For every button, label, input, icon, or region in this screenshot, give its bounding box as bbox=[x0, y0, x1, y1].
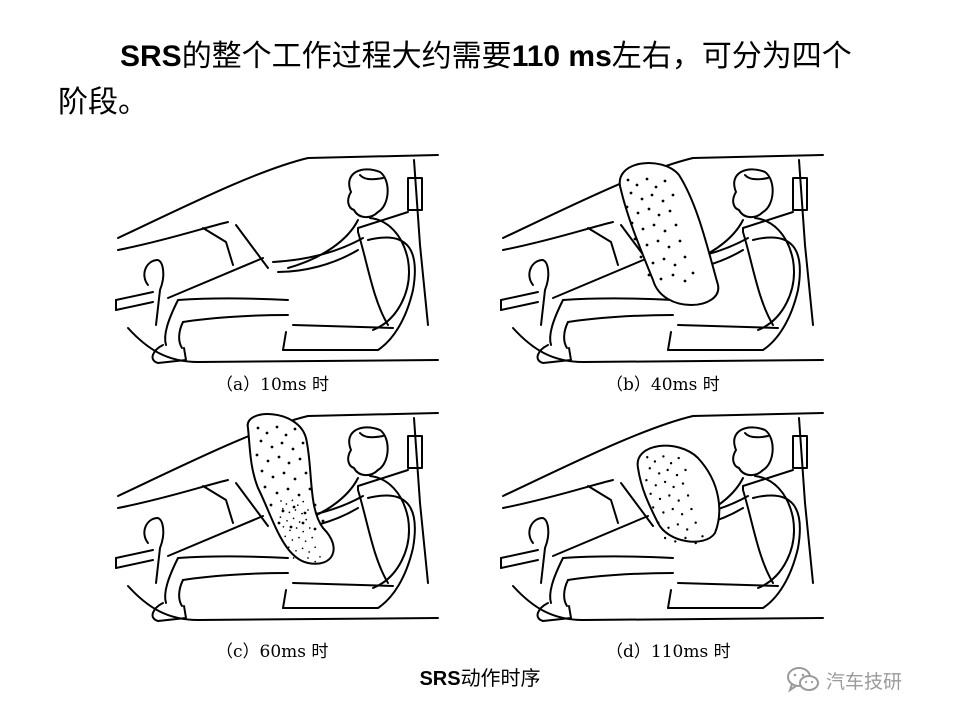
heading-paragraph: SRS的整个工作过程大约需要110 ms左右，可分为四个 阶段。 bbox=[58, 34, 918, 126]
illustration-airbag-40ms bbox=[500, 154, 824, 364]
figure-title-srs: SRS bbox=[419, 668, 461, 690]
panel-d bbox=[493, 408, 833, 633]
heading-line-1: SRS的整个工作过程大约需要110 ms左右，可分为四个 bbox=[58, 34, 918, 80]
wechat-icon bbox=[787, 667, 819, 693]
heading-tail: 左右，可分为四个 bbox=[611, 39, 852, 74]
caption-c: （c）60ms 时 bbox=[216, 642, 329, 662]
panel-b bbox=[493, 150, 833, 365]
panel-a bbox=[108, 150, 448, 365]
illustration-airbag-110ms bbox=[500, 412, 824, 622]
heading-line-2: 阶段。 bbox=[58, 85, 148, 120]
heading-duration: 110 ms bbox=[511, 40, 612, 73]
caption-d: （d）110ms 时 bbox=[606, 642, 731, 662]
caption-b: （b）40ms 时 bbox=[606, 375, 720, 395]
watermark-text: 汽车技研 bbox=[826, 670, 903, 693]
watermark: 汽车技研 bbox=[786, 666, 902, 694]
caption-a: （a）10ms 时 bbox=[216, 375, 330, 395]
figure-title-text: 动作时序 bbox=[460, 666, 541, 690]
heading-srs: SRS bbox=[120, 40, 182, 73]
illustration-airbag-60ms bbox=[115, 412, 439, 622]
airbag-full bbox=[246, 413, 335, 565]
figure-title: SRS动作时序 bbox=[0, 662, 960, 691]
heading-text: 的整个工作过程大约需要 bbox=[181, 39, 512, 74]
panel-c bbox=[108, 408, 448, 633]
illustration-airbag-10ms bbox=[115, 154, 439, 364]
airbag-inflating bbox=[618, 162, 720, 306]
airbag-deflating bbox=[636, 444, 721, 546]
